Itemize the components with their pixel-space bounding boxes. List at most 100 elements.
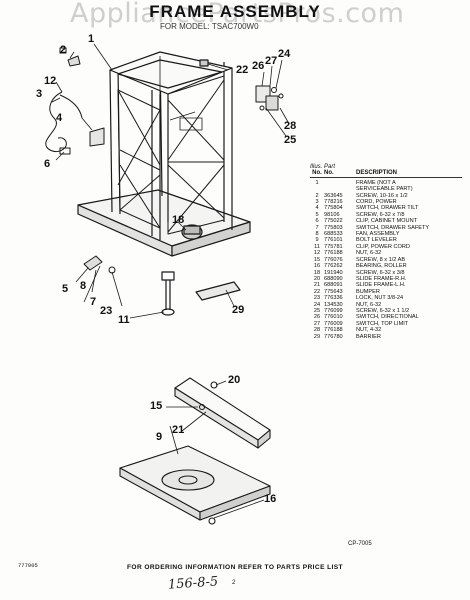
cell-illus-no: 23 (313, 295, 321, 302)
watermark: AppliancePartsPros.com (70, 0, 405, 29)
cell-description: NUT, 6-32 (356, 250, 382, 257)
callout-21: 21 (172, 424, 185, 436)
col-illus-no: No. (312, 170, 322, 177)
cell-description: SERVICEABLE PART) (356, 186, 413, 193)
cell-illus-no: 16 (313, 263, 321, 270)
callout-28: 28 (284, 120, 297, 132)
cell-part-no: 776188 (324, 327, 343, 334)
cell-description: SCREW, 10-16 x 1/2 (356, 192, 408, 199)
callout-3: 3 (36, 88, 43, 100)
callout-20: 20 (228, 374, 241, 386)
cell-part-no: 776099 (324, 307, 343, 314)
cell-part-no: 776076 (324, 256, 343, 263)
table-row: SERVICEABLE PART) (310, 186, 462, 192)
cell-description: NUT, 6-32 (356, 301, 382, 308)
cell-illus-no: 25 (313, 307, 321, 314)
table-row: 8 688533 FAN, ASSEMBLY (310, 231, 462, 237)
cell-part-no: 778216 (324, 199, 343, 206)
cell-description: SCREW, 6-32 x 7/8 (356, 211, 405, 218)
callout-29: 29 (232, 304, 245, 316)
cell-illus-no: 2 (315, 192, 319, 199)
cell-illus-no: 11 (314, 243, 320, 250)
barrier (195, 281, 241, 301)
callout-23: 23 (100, 305, 113, 317)
cell-illus-no: 21 (313, 282, 321, 289)
table-row: 4 775804 SWITCH, DRAWER TILT (310, 205, 462, 211)
callout-1: 1 (88, 33, 95, 45)
cell-part-no: 775803 (324, 224, 343, 231)
cell-illus-no: 15 (313, 256, 321, 263)
callout-12: 12 (44, 75, 57, 87)
cell-description: CLIP, POWER CORD (356, 243, 410, 250)
cell-part-no: 776010 (324, 314, 343, 321)
page-number: 2 (232, 580, 236, 586)
cell-description: SWITCH, DRAWER TILT (356, 205, 419, 212)
cell-description: SCREW, 6-32 x 1 1/2 (356, 307, 410, 314)
cell-part-no: 775781 (324, 243, 343, 250)
cell-illus-no: 22 (313, 288, 321, 295)
callout-6: 6 (44, 158, 51, 170)
small-parts-left (59, 47, 116, 274)
cell-illus-no: 9 (315, 237, 319, 244)
callout-7: 7 (90, 296, 97, 308)
cell-part-no: 134530 (324, 301, 343, 308)
ordering-info-note: FOR ORDERING INFORMATION REFER TO PARTS … (127, 564, 343, 571)
cell-illus-no: 1 (315, 179, 319, 186)
cell-part-no: 775804 (324, 205, 343, 212)
cell-part-no: 775022 (324, 218, 343, 225)
cell-illus-no: 4 (315, 205, 319, 212)
cell-description: FAN, ASSEMBLY (356, 231, 400, 238)
cell-illus-no: 8 (315, 231, 319, 238)
callout-9: 9 (156, 431, 163, 443)
model-line: FOR MODEL: TSAC700W0 (160, 22, 259, 31)
leader-lines (51, 43, 289, 519)
col-description: DESCRIPTION (356, 170, 398, 177)
cell-illus-no: 20 (313, 275, 321, 282)
col-part-no: No. (324, 170, 334, 177)
callout-25: 25 (284, 134, 297, 146)
callout-22: 22 (236, 64, 249, 76)
power-cord (45, 91, 83, 155)
callout-2: 2 (60, 44, 67, 56)
frame-side-back (159, 56, 203, 190)
switch-cluster (255, 85, 284, 111)
bumper (199, 59, 209, 67)
cell-description: NUT, 4-32 (356, 327, 382, 334)
diagram-reference: CP-7005 (348, 541, 372, 547)
cell-illus-no: 18 (313, 269, 321, 276)
callout-24: 24 (278, 48, 291, 60)
cell-illus-no: 28 (313, 327, 321, 334)
table-row: 11 775781 CLIP, POWER CORD (310, 244, 462, 250)
frame-base (77, 189, 251, 257)
cell-description: SLIDE FRAME-R.H. (356, 275, 407, 282)
cell-part-no: 776009 (324, 320, 343, 327)
cell-part-no: 775643 (324, 288, 343, 295)
callout-5: 5 (62, 283, 69, 295)
cell-part-no: 98106 (324, 211, 340, 218)
table-header-row: No. No. DESCRIPTION (310, 170, 462, 178)
cell-part-no: 688090 (324, 275, 343, 282)
cell-description: SWITCH, DRAWER SAFETY (356, 224, 430, 231)
callout-8: 8 (80, 280, 87, 292)
cell-part-no: 776262 (324, 263, 343, 270)
page-title: FRAME ASSEMBLY (149, 2, 321, 21)
drawer-bottom (119, 445, 271, 525)
cell-illus-no: 29 (313, 333, 321, 340)
cell-illus-no: 27 (313, 320, 321, 327)
cell-part-no: 688533 (324, 231, 343, 238)
cell-description: CLIP, CABINET MOUNT (356, 218, 418, 225)
